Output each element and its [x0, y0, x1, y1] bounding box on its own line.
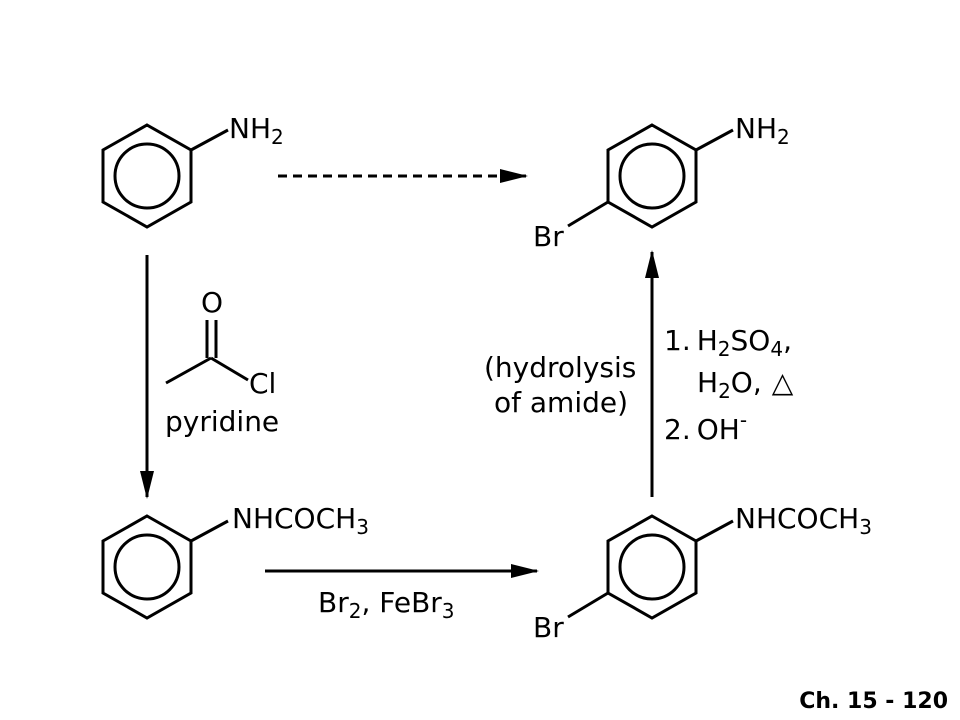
condition-line3: 2.OH- [664, 408, 747, 446]
sulfuric-acid-h-sub: 2 [718, 337, 731, 361]
amino-subscript: 2 [777, 125, 790, 149]
svg-text:NHCOCH3: NHCOCH3 [232, 502, 369, 539]
catalyst-subscript: 3 [442, 599, 455, 623]
hydrolysis-note-line2: of amide) [494, 386, 628, 419]
water-h-sub: 2 [718, 379, 731, 403]
amide-subscript: 3 [356, 515, 369, 539]
separator: , [783, 324, 792, 357]
aromatic-circle [618, 142, 686, 210]
hydrolysis-note-line1: (hydrolysis [484, 351, 636, 384]
bromo-bond [567, 591, 609, 619]
hydroxide-label: OH [697, 413, 740, 446]
chloro-bond [210, 356, 249, 382]
water-o: O, [731, 366, 762, 399]
hydroxide-charge: - [740, 408, 747, 432]
solvent-label: pyridine [165, 405, 279, 438]
amide-bond [190, 519, 229, 543]
hydrolysis-conditions: 1.H2SO4, H2O, △ 2.OH- [664, 324, 794, 446]
acetanilide-structure: NHCOCH3 [101, 502, 369, 620]
water-h: H [697, 366, 718, 399]
aromatic-circle [113, 142, 181, 210]
amino-subscript: 2 [271, 125, 284, 149]
oxygen-label: O [201, 286, 223, 319]
aromatic-circle [113, 533, 181, 601]
amide-label: NHCOCH [232, 502, 356, 535]
bromo-label: Br [533, 611, 564, 644]
bromoacetanilide-structure: NHCOCH3 Br [533, 502, 872, 644]
chlorine-label: Cl [249, 367, 276, 400]
bromination-reagent: Br2, FeBr3 [318, 586, 455, 623]
bromo-bond [567, 200, 609, 228]
aniline-structure: NH2 [101, 112, 284, 229]
condition-line1: 1.H2SO4, [664, 324, 792, 361]
sulfuric-acid-so: SO [731, 324, 771, 357]
bromine-label: Br [318, 586, 349, 619]
amino-bond [190, 128, 229, 152]
amide-label: NHCOCH [735, 502, 859, 535]
catalyst-label: , FeBr [361, 586, 442, 619]
step-number: 2. [664, 413, 691, 446]
acetyl-chloride-reagent: O Cl pyridine [165, 286, 279, 438]
condition-line2: H2O, △ [697, 366, 794, 403]
svg-text:NH2: NH2 [229, 112, 284, 149]
svg-text:NH2: NH2 [735, 112, 790, 149]
aromatic-circle [618, 533, 686, 601]
methyl-bond [165, 356, 212, 385]
heat-icon: △ [772, 366, 794, 399]
bromoaniline-structure: NH2 Br [533, 112, 790, 253]
amino-bond [695, 128, 734, 152]
amide-bond [695, 519, 734, 543]
sulfuric-acid-so-sub: 4 [770, 337, 783, 361]
bromine-subscript: 2 [349, 599, 362, 623]
amino-label: NH [229, 112, 271, 145]
sulfuric-acid-h: H [697, 324, 718, 357]
amino-label: NH [735, 112, 777, 145]
step-number: 1. [664, 324, 691, 357]
amide-subscript: 3 [859, 515, 872, 539]
slide-number: Ch. 15 - 120 [799, 689, 948, 714]
svg-text:NHCOCH3: NHCOCH3 [735, 502, 872, 539]
bromo-label: Br [533, 220, 564, 253]
